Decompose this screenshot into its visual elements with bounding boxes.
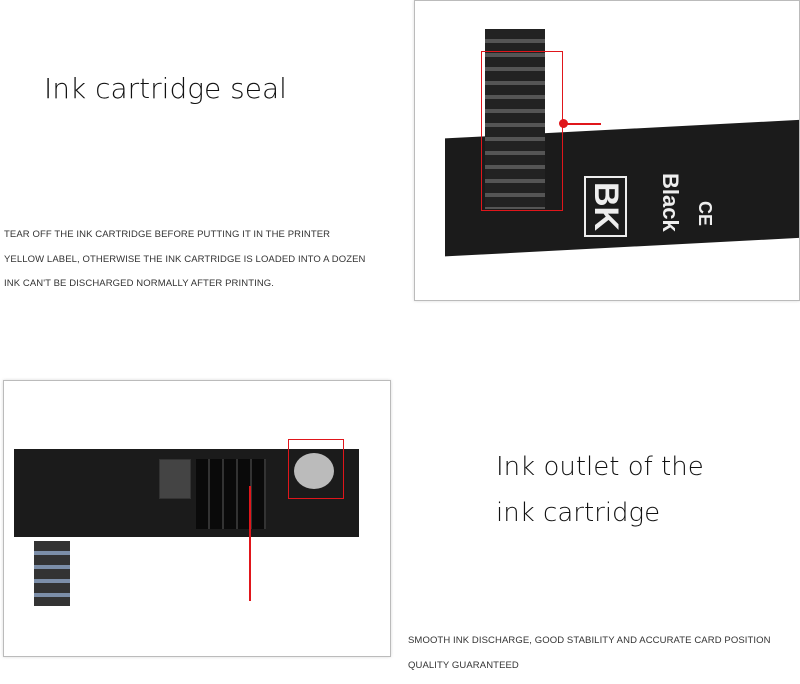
seal-highlight-box [481,51,563,211]
seal-heading: Ink cartridge seal [44,72,287,105]
seal-description-line-3: INK CAN'T BE DISCHARGED NORMALLY AFTER P… [4,278,275,289]
chip-slot [159,459,191,499]
callout-dot [559,119,568,128]
ce-mark: CE [695,201,715,227]
grid-ribs [196,459,266,529]
callout-line [565,123,601,125]
ink-outlet-photo [3,380,391,657]
outlet-heading-line-1: Ink outlet of the [496,452,704,482]
callout-line-vertical [249,486,251,601]
outlet-description-line-1: SMOOTH INK DISCHARGE, GOOD STABILITY AND… [408,635,771,646]
seal-tape [485,29,545,209]
ink-outlet-port [294,453,334,489]
outlet-highlight-box [288,439,344,499]
outlet-heading-line-2: ink cartridge [496,498,661,528]
cartridge-code-label: BK [584,176,627,238]
cartridge-seal-photo: BK Black CE [414,0,800,301]
outlet-description-line-2: QUALITY GUARANTEED [408,660,519,671]
seal-description-line-1: TEAR OFF THE INK CARTRIDGE BEFORE PUTTIN… [4,229,331,240]
seal-description-line-2: YELLOW LABEL, OTHERWISE THE INK CARTRIDG… [4,254,366,265]
peeled-seal-tape [34,541,70,606]
cartridge-color-label: Black [658,173,683,232]
